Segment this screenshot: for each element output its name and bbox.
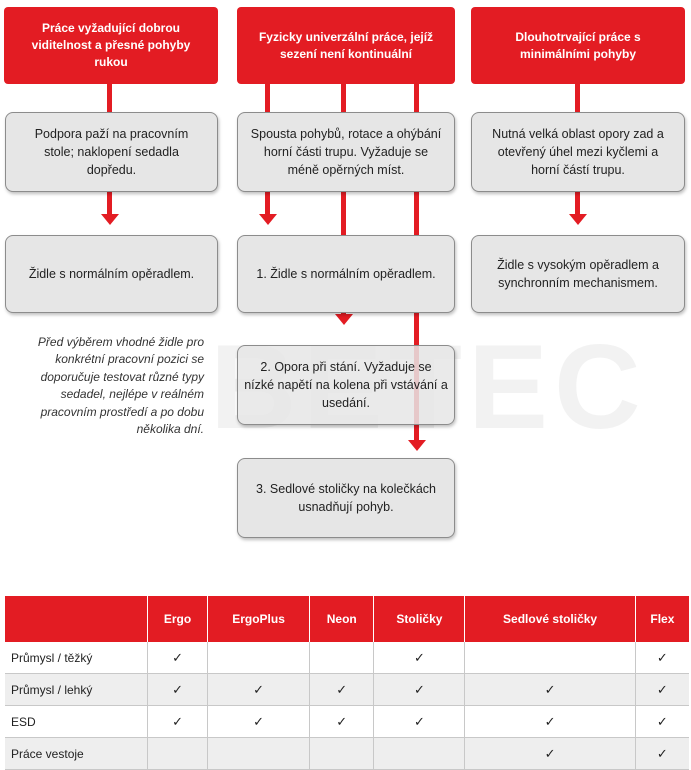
column-header-ergoplus: ErgoPlus bbox=[207, 596, 310, 642]
result-col2-step2: 2. Opora při stání. Vyžaduje se nízké na… bbox=[237, 345, 455, 425]
empty-cell bbox=[207, 737, 310, 770]
column-header-ergo: Ergo bbox=[146, 596, 208, 642]
empty-cell bbox=[309, 642, 374, 674]
column-header-flex: Flex bbox=[634, 596, 689, 642]
header-col3: Dlouhotrvající práce s minimálními pohyb… bbox=[471, 7, 685, 84]
table-row: ESD✓✓✓✓✓✓ bbox=[5, 705, 689, 738]
result-col2-step3: 3. Sedlové stoličky na kolečkách usnadňu… bbox=[237, 458, 455, 538]
arrow-head-icon bbox=[408, 440, 426, 451]
description-col3-text: Nutná velká oblast opory zad a otevřený … bbox=[492, 126, 664, 178]
check-mark-icon: ✓ bbox=[146, 642, 208, 674]
result-col3: Židle s vysokým opěradlem a synchronním … bbox=[471, 235, 685, 313]
connector-line bbox=[265, 192, 270, 214]
description-col1-text: Podpora paží na pracovním stole; naklope… bbox=[34, 126, 189, 178]
arrow-head-icon bbox=[259, 214, 277, 225]
header-col1-text: Práce vyžadující dobrou viditelnost a př… bbox=[31, 21, 191, 69]
table-row: Průmysl / lehký✓✓✓✓✓✓ bbox=[5, 673, 689, 706]
check-mark-icon: ✓ bbox=[634, 673, 689, 706]
empty-cell bbox=[207, 642, 310, 674]
table-row: Práce vestoje ✓✓ bbox=[5, 737, 689, 770]
check-mark-icon: ✓ bbox=[373, 705, 465, 738]
column-header-neon: Neon bbox=[309, 596, 374, 642]
table-header-corner bbox=[5, 596, 148, 642]
selection-note: Před výběrem vhodné židle pro konkrétní … bbox=[37, 335, 204, 436]
row-label: Průmysl / lehký bbox=[5, 673, 148, 706]
result-col2-step2-text: 2. Opora při stání. Vyžaduje se nízké na… bbox=[244, 359, 448, 411]
arrow-head-icon bbox=[569, 214, 587, 225]
check-mark-icon: ✓ bbox=[207, 673, 310, 706]
result-col2-step1-text: 1. Židle s normálním opěradlem. bbox=[256, 266, 436, 281]
check-mark-icon: ✓ bbox=[464, 673, 636, 706]
description-col1: Podpora paží na pracovním stole; naklope… bbox=[5, 112, 218, 192]
chair-comparison-table: Ergo ErgoPlus Neon Stoličky Sedlové stol… bbox=[5, 596, 689, 770]
connector-line bbox=[107, 84, 112, 112]
connector-line bbox=[341, 84, 346, 314]
result-col1: Židle s normálním opěradlem. bbox=[5, 235, 218, 313]
table-header-row: Ergo ErgoPlus Neon Stoličky Sedlové stol… bbox=[5, 596, 689, 642]
check-mark-icon: ✓ bbox=[634, 642, 689, 674]
header-col2: Fyzicky univerzální práce, jejíž sezení … bbox=[237, 7, 455, 84]
row-label: Práce vestoje bbox=[5, 737, 148, 770]
result-col2-step1: 1. Židle s normálním opěradlem. bbox=[237, 235, 455, 313]
connector-line bbox=[575, 84, 580, 112]
check-mark-icon: ✓ bbox=[373, 642, 465, 674]
description-col2: Spousta pohybů, rotace a ohýbání horní č… bbox=[237, 112, 455, 192]
result-col1-text: Židle s normálním opěradlem. bbox=[28, 266, 195, 281]
empty-cell bbox=[146, 737, 208, 770]
table-row: Průmysl / těžký✓✓✓ bbox=[5, 642, 689, 674]
connector-line bbox=[575, 192, 580, 214]
check-mark-icon: ✓ bbox=[634, 705, 689, 738]
result-col2-step3-text: 3. Sedlové stoličky na kolečkách usnadňu… bbox=[256, 481, 436, 514]
check-mark-icon: ✓ bbox=[464, 705, 636, 738]
header-col3-text: Dlouhotrvající práce s minimálními pohyb… bbox=[515, 29, 641, 61]
check-mark-icon: ✓ bbox=[309, 705, 374, 738]
connector-line bbox=[107, 192, 112, 214]
column-header-sedlove-stolicky: Sedlové stoličky bbox=[464, 596, 636, 642]
description-col2-text: Spousta pohybů, rotace a ohýbání horní č… bbox=[250, 126, 442, 178]
arrow-head-icon bbox=[335, 314, 353, 325]
empty-cell bbox=[373, 737, 465, 770]
row-label: ESD bbox=[5, 705, 148, 738]
header-col2-text: Fyzicky univerzální práce, jejíž sezení … bbox=[258, 29, 434, 61]
empty-cell bbox=[309, 737, 374, 770]
arrow-head-icon bbox=[101, 214, 119, 225]
check-mark-icon: ✓ bbox=[464, 737, 636, 770]
result-col3-text: Židle s vysokým opěradlem a synchronním … bbox=[497, 257, 659, 290]
check-mark-icon: ✓ bbox=[309, 673, 374, 706]
description-col3: Nutná velká oblast opory zad a otevřený … bbox=[471, 112, 685, 192]
check-mark-icon: ✓ bbox=[146, 705, 208, 738]
header-col1: Práce vyžadující dobrou viditelnost a př… bbox=[4, 7, 218, 84]
check-mark-icon: ✓ bbox=[373, 673, 465, 706]
connector-line bbox=[265, 84, 270, 112]
check-mark-icon: ✓ bbox=[634, 737, 689, 770]
column-header-stolicky: Stoličky bbox=[373, 596, 465, 642]
table-body: Průmysl / těžký✓✓✓Průmysl / lehký✓✓✓✓✓✓E… bbox=[5, 642, 689, 770]
check-mark-icon: ✓ bbox=[207, 705, 310, 738]
row-label: Průmysl / těžký bbox=[5, 642, 148, 674]
empty-cell bbox=[464, 642, 636, 674]
check-mark-icon: ✓ bbox=[146, 673, 208, 706]
